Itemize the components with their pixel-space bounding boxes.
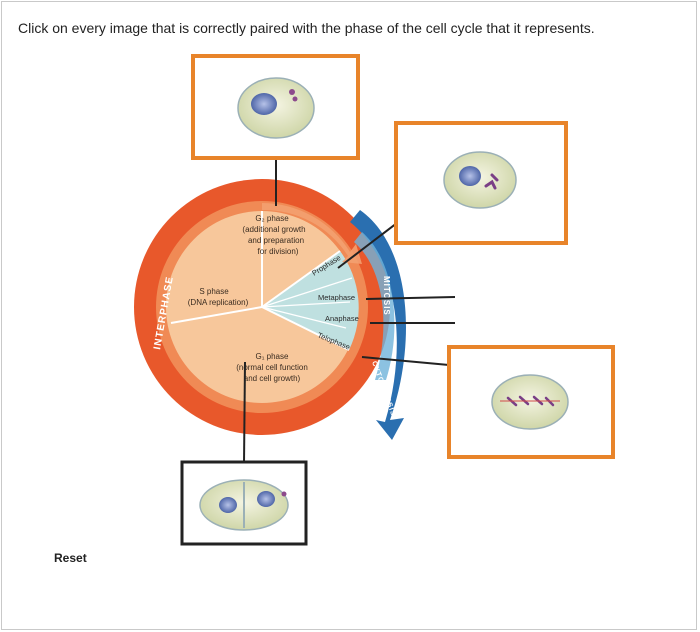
- g2-phase-title: G₂ phase: [255, 214, 289, 223]
- connector-telophase: [361, 356, 450, 366]
- g2-phase-desc-1: (additional growth: [242, 225, 305, 234]
- g1-phase-title: G₁ phase: [256, 352, 289, 361]
- nucleus-icon: [459, 166, 481, 186]
- s-phase-title: S phase: [199, 287, 229, 296]
- image-box-top[interactable]: [191, 54, 360, 160]
- g2-phase-desc-2: and preparation: [248, 236, 304, 245]
- instruction-text: Click on every image that is correctly p…: [18, 20, 595, 36]
- metaphase-label: Metaphase: [318, 293, 355, 302]
- image-box-right-bottom[interactable]: [447, 345, 615, 459]
- g1-phase-desc-1: (normal cell function: [236, 363, 308, 372]
- anaphase-label: Anaphase: [325, 314, 359, 323]
- image-box-bottom[interactable]: [180, 460, 308, 546]
- connector-bottom: [243, 361, 246, 465]
- mitosis-label: MITOSIS: [382, 276, 391, 316]
- g2-phase-desc-3: for division): [258, 247, 299, 256]
- g1-phase-desc-2: and cell growth): [244, 374, 301, 383]
- nucleus-icon: [219, 497, 237, 513]
- s-phase-desc: (DNA replication): [188, 298, 249, 307]
- nucleus-icon: [251, 93, 277, 115]
- connector-metaphase: [365, 296, 456, 300]
- cell-division-arrow: [350, 210, 406, 440]
- cell-image-metaphase: [491, 374, 569, 430]
- nucleus-icon: [257, 491, 275, 507]
- reset-button[interactable]: Reset: [54, 551, 87, 565]
- image-box-right-top[interactable]: [394, 121, 568, 245]
